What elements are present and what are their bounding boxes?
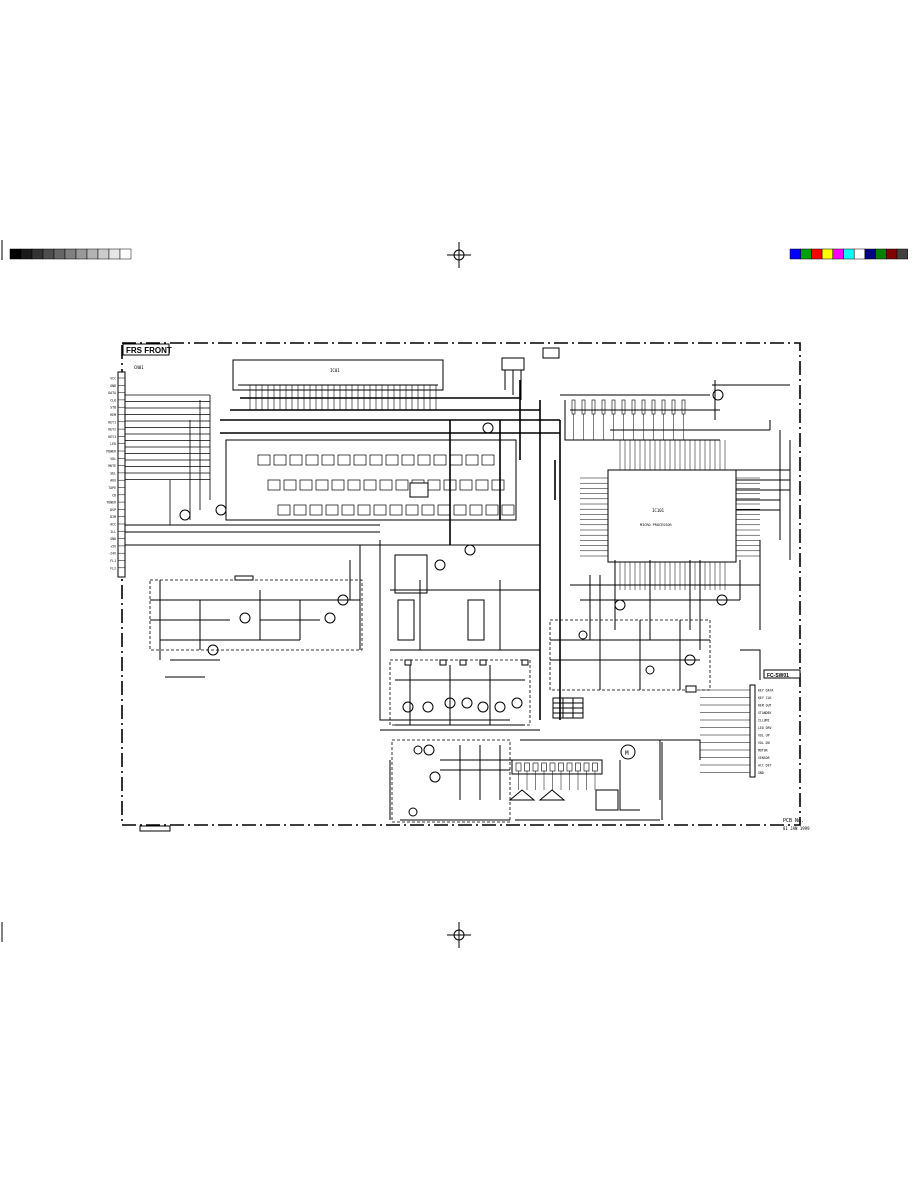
right-pin-label: ILLUMI bbox=[758, 719, 770, 723]
footer-code: PCB No. bbox=[783, 818, 804, 824]
color-swatch bbox=[821, 248, 834, 260]
svg-text:M: M bbox=[625, 750, 629, 757]
left-pin-label: STB bbox=[110, 406, 116, 410]
left-pin-label: GND bbox=[110, 537, 116, 541]
gray-swatch bbox=[75, 248, 88, 260]
left-pin-label: -24V bbox=[108, 552, 116, 556]
gray-swatch bbox=[42, 248, 55, 260]
svg-text:IC101: IC101 bbox=[652, 508, 665, 513]
board-title-box bbox=[122, 343, 170, 356]
sensor-circuit bbox=[549, 594, 728, 693]
color-swatch bbox=[811, 248, 823, 260]
resistor-array bbox=[571, 399, 686, 440]
left-pin-label: ILL bbox=[110, 530, 116, 534]
crosshair-top bbox=[447, 242, 471, 268]
crosshair-bottom bbox=[447, 922, 471, 948]
right-pin-label: GND bbox=[758, 771, 764, 775]
gray-swatch bbox=[20, 248, 33, 260]
color-calibration-bar bbox=[789, 248, 908, 260]
fl-display: IC01 bbox=[232, 359, 444, 410]
gray-swatch bbox=[86, 248, 99, 260]
amp-section bbox=[149, 504, 363, 678]
top-transistor bbox=[482, 347, 724, 434]
driver-transistors bbox=[389, 659, 531, 726]
left-signal-bus bbox=[125, 394, 211, 525]
gray-scale-bar bbox=[9, 248, 132, 260]
gray-swatch bbox=[97, 248, 110, 260]
color-swatch bbox=[832, 248, 844, 260]
mode-table bbox=[552, 697, 584, 719]
gray-swatch bbox=[119, 248, 132, 260]
left-pin-label: DATA bbox=[108, 391, 116, 395]
right-pin-label: VOL UP bbox=[758, 734, 770, 738]
left-pin-label: VOL bbox=[110, 457, 116, 461]
color-swatch bbox=[886, 248, 898, 260]
right-pin-label: KEY DATA bbox=[758, 689, 773, 693]
left-pin-label: SEL bbox=[110, 471, 116, 475]
left-pin-label: KEY2 bbox=[108, 428, 116, 432]
motor-section: M bbox=[391, 739, 663, 823]
left-pin-label: FL1 bbox=[110, 559, 116, 563]
right-pin-label: SENSOR bbox=[758, 756, 770, 760]
gray-swatch bbox=[53, 248, 66, 260]
right-pin-label: STANDBY bbox=[758, 711, 772, 715]
right-pin-label: MOTOR bbox=[758, 749, 768, 753]
svg-text:IC01: IC01 bbox=[330, 368, 340, 373]
footer-tag-box bbox=[139, 825, 171, 832]
fl-driver-rows bbox=[225, 439, 517, 521]
left-pin-label: ACC bbox=[110, 523, 116, 527]
left-pin-label: KEY1 bbox=[108, 420, 116, 424]
gray-swatch bbox=[64, 248, 77, 260]
main-bus-lines bbox=[125, 380, 791, 821]
left-pin-label: CD bbox=[112, 493, 116, 497]
color-swatch bbox=[800, 248, 812, 260]
board-title: FRS FRONT bbox=[126, 346, 172, 355]
left-pin-label: MUTE bbox=[108, 464, 116, 468]
right-pin-label: KEY CLK bbox=[758, 696, 772, 700]
color-swatch bbox=[875, 248, 887, 260]
left-pin-label: DIM bbox=[110, 515, 116, 519]
color-swatch bbox=[896, 248, 908, 260]
left-pin-label: FL2 bbox=[110, 566, 116, 570]
left-pin-label: REM bbox=[110, 413, 116, 417]
color-swatch bbox=[789, 248, 801, 260]
left-pin-label: KEY3 bbox=[108, 435, 116, 439]
color-swatch bbox=[843, 248, 855, 260]
microcontroller-ic: IC101 MICRO PROCESSOR bbox=[580, 440, 760, 590]
key-switch-blocks bbox=[379, 544, 540, 720]
svg-text:CN01: CN01 bbox=[134, 365, 144, 370]
gray-swatch bbox=[31, 248, 44, 260]
footer-date: 01 JAN 1999 bbox=[783, 826, 810, 831]
color-swatch bbox=[853, 248, 866, 260]
svg-text:FC-SW01: FC-SW01 bbox=[767, 673, 789, 679]
left-pin-label: POWER bbox=[106, 450, 116, 454]
left-pin-label: DSP bbox=[110, 508, 116, 512]
right-connector: FC-SW01 KEY DATA KEY CLK REM OUT STANDBY ILL… bbox=[700, 669, 801, 778]
left-pin-label: +5V bbox=[110, 544, 116, 548]
left-pin-label: LED bbox=[110, 442, 116, 446]
color-swatch bbox=[864, 248, 876, 260]
board-outline bbox=[121, 342, 801, 826]
svg-text:MICRO PROCESSOR: MICRO PROCESSOR bbox=[640, 523, 673, 527]
gray-swatch bbox=[108, 248, 121, 260]
gray-swatch bbox=[9, 248, 22, 260]
left-pin-label: TAPE bbox=[108, 486, 116, 490]
left-pin-label: CLK bbox=[110, 398, 116, 402]
left-pin-label: AUX bbox=[110, 479, 116, 483]
right-pin-label: VOL DN bbox=[758, 741, 770, 745]
right-pin-label: REM OUT bbox=[758, 704, 772, 708]
right-pin-label: ACC DET bbox=[758, 764, 772, 768]
left-pin-label: GND bbox=[110, 384, 116, 388]
left-pin-label: TUNER bbox=[106, 501, 116, 505]
left-pin-label: VCC bbox=[110, 377, 116, 381]
right-pin-label: LED DRV bbox=[758, 726, 772, 730]
